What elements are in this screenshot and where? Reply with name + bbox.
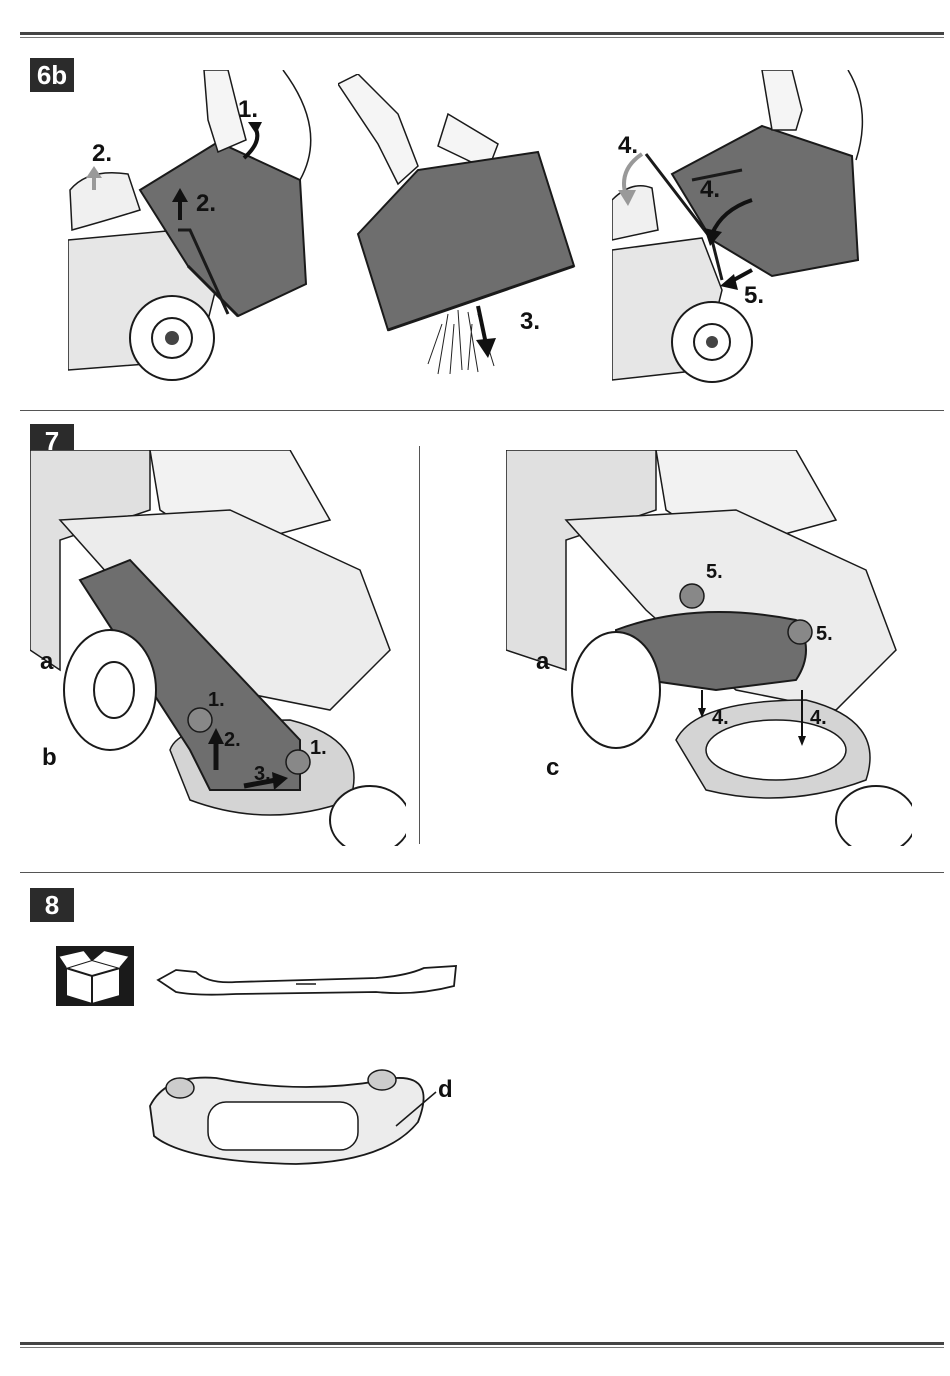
mulching-cover-fitting-illustration	[506, 450, 912, 846]
box-icon	[56, 946, 134, 1006]
section-badge-8: 8	[30, 888, 74, 922]
step-label: 3.	[254, 764, 271, 784]
step-label: 4.	[700, 178, 720, 202]
step-label: 5.	[706, 562, 723, 582]
step-label: 1.	[208, 690, 225, 710]
mulch-cover-icon: d	[146, 1066, 466, 1166]
step-label: 5.	[744, 284, 764, 308]
step-label: 3.	[520, 310, 540, 334]
attach-bag-illustration	[612, 70, 868, 392]
figure-6b-remove-bag: 1. 2. 2.	[68, 70, 324, 392]
part-label-a: a	[536, 650, 549, 674]
emptying-bag-illustration	[338, 74, 588, 392]
figure-6b-empty-bag: 3.	[338, 74, 588, 392]
step-label: 1.	[310, 738, 327, 758]
bottom-rule	[20, 1342, 944, 1348]
section-divider-2	[20, 872, 944, 873]
step-label: 4.	[712, 708, 729, 728]
panel-divider	[419, 446, 420, 844]
step-label: 2.	[224, 730, 241, 750]
step-label: 1.	[238, 98, 258, 122]
step-label: 4.	[618, 134, 638, 158]
top-rule	[20, 32, 944, 38]
step-label: 2.	[92, 142, 112, 166]
mower-bag-illustration	[68, 70, 324, 392]
figure-6b-attach-bag: 4. 4. 5.	[612, 70, 868, 392]
step-label: 4.	[810, 708, 827, 728]
blade-icon	[156, 962, 462, 1002]
part-label-c: c	[546, 756, 559, 780]
step-label: 2.	[196, 192, 216, 216]
figure-7-fit-cover: a c 5. 5. 4. 4.	[506, 450, 912, 846]
part-label-d: d	[438, 1078, 453, 1102]
part-label-b: b	[42, 746, 57, 770]
section-divider-1	[20, 410, 944, 411]
figure-7-remove-chute: a b 1. 2. 3. 1.	[30, 450, 406, 846]
step-label: 5.	[816, 624, 833, 644]
part-label-a: a	[40, 650, 53, 674]
discharge-chute-removal-illustration	[30, 450, 406, 846]
